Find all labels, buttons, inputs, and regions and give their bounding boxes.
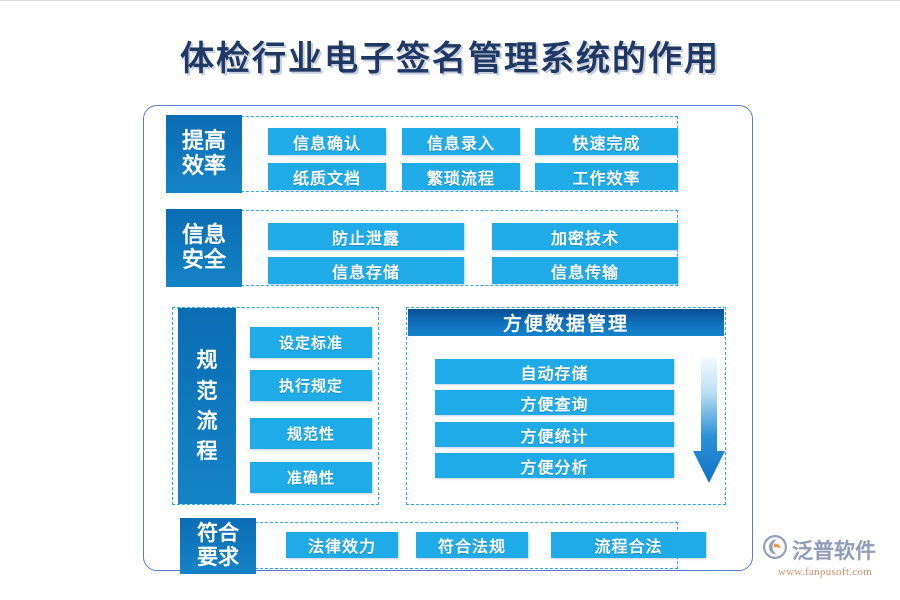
item-zidongcunchu[interactable]: 自动存储 bbox=[435, 359, 674, 384]
section-standard-process-label: 规 范 流 程 bbox=[178, 308, 236, 504]
brand-url: www.fanpusoft.com bbox=[777, 566, 873, 578]
label-line: 提高 bbox=[181, 128, 226, 154]
item-kuaisuwancheng[interactable]: 快速完成 bbox=[535, 128, 678, 155]
item-guifanxing[interactable]: 规范性 bbox=[250, 418, 372, 449]
item-xinxichuanshu[interactable]: 信息传输 bbox=[492, 257, 678, 284]
label-line: 效率 bbox=[181, 153, 226, 178]
label-line: 范 bbox=[196, 378, 218, 403]
section-standard-process bbox=[172, 307, 379, 505]
section-data-management bbox=[406, 307, 726, 505]
label-line: 规 bbox=[196, 348, 218, 373]
item-fansuoliucheng[interactable]: 繁琐流程 bbox=[402, 163, 520, 190]
diagram-frame bbox=[143, 105, 753, 571]
label-line: 程 bbox=[196, 439, 218, 464]
label-line: 要求 bbox=[197, 545, 239, 569]
section-data-management-title: 方便数据管理 bbox=[408, 309, 724, 336]
item-shedingbiaozhun[interactable]: 设定标准 bbox=[250, 327, 372, 358]
item-fangzhixielou[interactable]: 防止泄露 bbox=[268, 223, 464, 250]
label-line: 信息 bbox=[181, 222, 226, 248]
item-fuhefagui[interactable]: 符合法规 bbox=[416, 532, 528, 558]
label-line: 流 bbox=[196, 409, 218, 433]
section-compliance-label: 符合 要求 bbox=[180, 518, 256, 574]
item-zhixingguiding[interactable]: 执行规定 bbox=[250, 370, 372, 401]
section-efficiency-label: 提高 效率 bbox=[166, 115, 242, 193]
label-line: 符合 bbox=[197, 521, 239, 546]
page-title: 体检行业电子签名管理系统的作用 bbox=[180, 41, 720, 78]
item-liuchenghefa[interactable]: 流程合法 bbox=[551, 532, 706, 558]
item-fangbianfenxi[interactable]: 方便分析 bbox=[435, 453, 674, 478]
item-zhizhiwendang[interactable]: 纸质文档 bbox=[268, 163, 386, 190]
brand-logo: 泛普软件 www.fanpusoft.com bbox=[762, 534, 888, 584]
item-zhunquexing[interactable]: 准确性 bbox=[250, 462, 372, 493]
fanpu-logo-icon bbox=[762, 534, 788, 565]
item-fangbianchaxun[interactable]: 方便查询 bbox=[435, 390, 674, 415]
down-arrow-icon bbox=[693, 357, 725, 483]
item-fangbiantongji[interactable]: 方便统计 bbox=[435, 422, 674, 447]
label-line: 安全 bbox=[181, 247, 226, 272]
item-gongzuoxiaolv[interactable]: 工作效率 bbox=[535, 163, 678, 190]
item-xinxicunchu[interactable]: 信息存储 bbox=[268, 257, 464, 284]
item-jiamijishu[interactable]: 加密技术 bbox=[492, 223, 678, 250]
item-xinxiluru[interactable]: 信息录入 bbox=[402, 128, 520, 155]
section-security-label: 信息 安全 bbox=[166, 209, 242, 287]
item-xinxiqueren[interactable]: 信息确认 bbox=[268, 128, 386, 155]
brand-name: 泛普软件 bbox=[792, 538, 876, 563]
item-falvxiaoli[interactable]: 法律效力 bbox=[286, 532, 398, 558]
